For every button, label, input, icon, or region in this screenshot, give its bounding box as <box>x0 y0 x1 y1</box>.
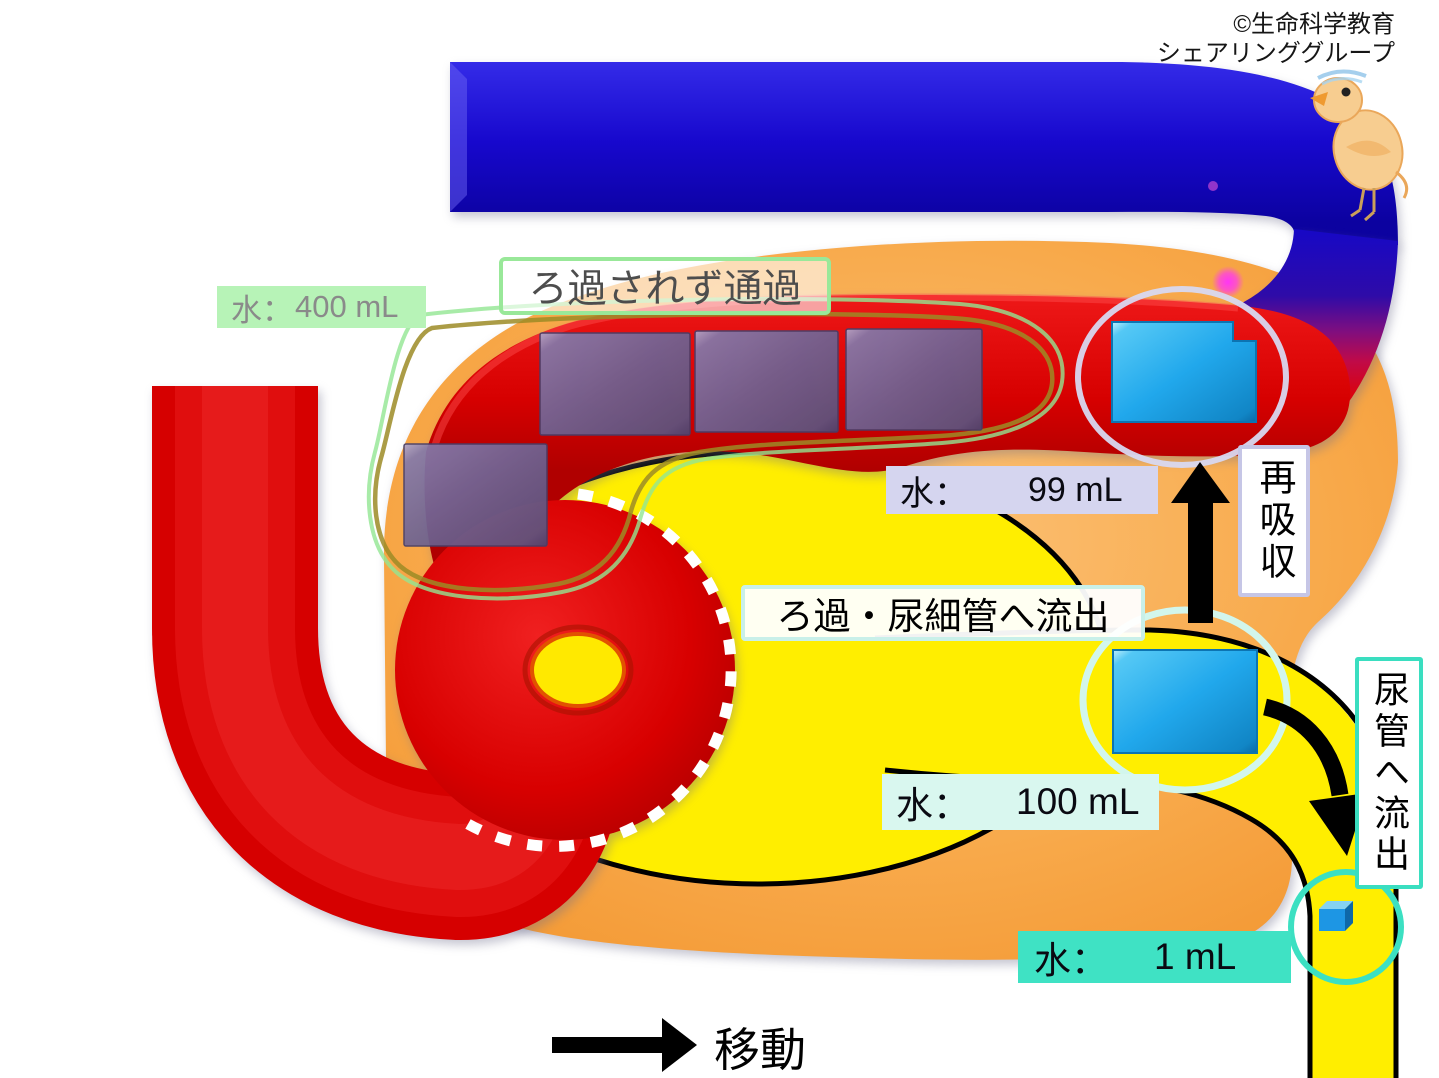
glomerulus-center-ring <box>522 624 634 716</box>
water-99ml-value: 99 mL <box>1028 470 1123 509</box>
tubule-to-ureter-shape <box>880 632 1394 1078</box>
water-1ml-value: 1 mL <box>1154 936 1237 977</box>
move-legend-label: 移動 <box>714 1024 806 1076</box>
water-1ml-label: 水： 1 mL <box>1018 931 1291 983</box>
water-400ml-label: 水： 400 mL <box>217 286 426 328</box>
solute-square-1 <box>539 332 691 436</box>
ureter-outflow-label: 尿管へ流出 <box>1355 657 1423 889</box>
bowman-capsule-dashed-outline <box>465 488 737 852</box>
vein-tube <box>450 62 1398 245</box>
water-cube-urine <box>1319 901 1353 931</box>
copyright-line1: ©生命科学教育 <box>1233 11 1395 38</box>
filtration-outflow-label: ろ過・尿細管へ流出 <box>741 585 1145 641</box>
solute-square-3 <box>845 328 983 431</box>
copyright-credit: ©生命科学教育 シェアリンググループ <box>1157 10 1395 69</box>
water-400ml-value: 400 mL <box>295 289 399 324</box>
move-legend-arrow <box>552 1018 697 1072</box>
water-400ml-prefix: 水： <box>231 292 293 328</box>
junction-dot <box>1208 181 1218 191</box>
glomerulus-center-oval <box>530 632 626 708</box>
solute-square-2 <box>694 330 839 433</box>
vein-tube-bevel <box>450 62 467 212</box>
reabsorption-label: 再吸収 <box>1238 445 1310 597</box>
not-filtered-outline-green <box>366 297 1065 601</box>
water-square-reabsorbed <box>1111 321 1257 423</box>
water-1ml-prefix: 水： <box>1034 940 1108 981</box>
solute-squares <box>403 328 983 547</box>
copyright-line2: シェアリンググループ <box>1156 40 1395 68</box>
reabsorption-arrow <box>1171 462 1230 623</box>
water-100ml-label: 水： 100 mL <box>882 774 1159 830</box>
solute-square-4 <box>403 443 548 547</box>
junction-glow <box>1212 266 1244 298</box>
not-filtered-label: ろ過されず通過 <box>499 257 831 315</box>
water-99ml-label: 水： 99 mL <box>886 466 1158 514</box>
water-100ml-prefix: 水： <box>896 785 970 826</box>
water-100ml-value: 100 mL <box>1016 781 1140 822</box>
chick-logo-drawing <box>1310 69 1409 222</box>
reabsorbed-water-circle-outline <box>1075 286 1289 468</box>
not-filtered-outline-olive <box>373 311 1055 593</box>
urine-water-circle-outline <box>1288 869 1404 985</box>
ureter-outflow-arrow <box>1262 698 1367 856</box>
water-99ml-prefix: 水： <box>900 474 968 513</box>
filtrate-water-circle-outline <box>1079 606 1291 794</box>
water-square-filtrate <box>1112 649 1258 754</box>
